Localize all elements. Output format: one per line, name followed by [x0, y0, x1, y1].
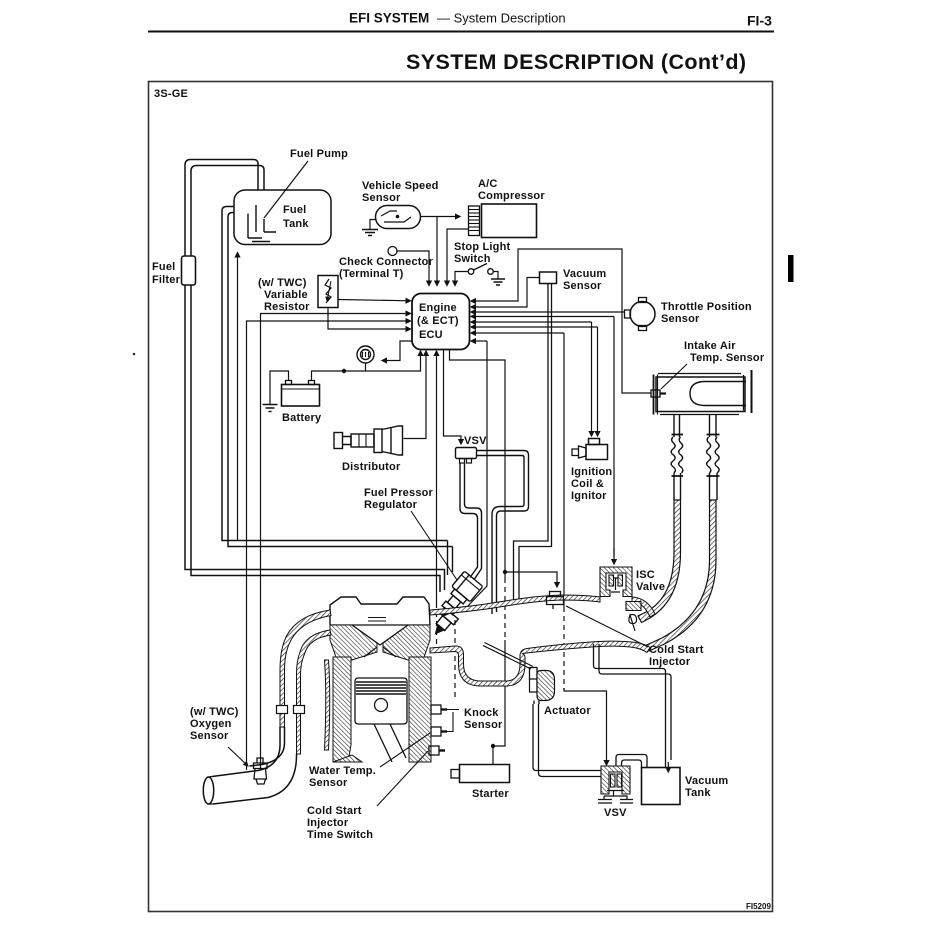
svg-text:Compressor: Compressor — [478, 190, 545, 202]
svg-text:Sensor: Sensor — [362, 192, 401, 204]
svg-text:Check Connector: Check Connector — [339, 256, 434, 268]
svg-text:Coil &: Coil & — [571, 478, 604, 490]
svg-text:Ignitor: Ignitor — [571, 490, 607, 502]
svg-text:Fuel Pump: Fuel Pump — [290, 148, 348, 160]
svg-text:Sensor: Sensor — [563, 280, 602, 292]
svg-text:(Terminal T): (Terminal T) — [339, 268, 404, 280]
svg-text:(& ECT): (& ECT) — [417, 315, 459, 327]
svg-text:Variable: Variable — [264, 289, 308, 301]
svg-text:Fuel Pressor: Fuel Pressor — [364, 487, 434, 499]
svg-text:Fuel: Fuel — [283, 204, 306, 216]
svg-text:Valve: Valve — [636, 581, 665, 593]
svg-text:A/C: A/C — [478, 178, 498, 190]
svg-text:VSV: VSV — [464, 435, 487, 447]
svg-text:Fuel: Fuel — [152, 261, 175, 273]
svg-text:Water Temp.: Water Temp. — [309, 765, 376, 777]
svg-text:Vacuum: Vacuum — [685, 775, 728, 787]
svg-text:Tank: Tank — [283, 218, 309, 230]
svg-text:Battery: Battery — [282, 412, 322, 424]
svg-text:Sensor: Sensor — [190, 730, 229, 742]
svg-text:Stop Light: Stop Light — [454, 241, 511, 253]
svg-text:(w/ TWC): (w/ TWC) — [258, 277, 307, 289]
svg-text:SYSTEM DESCRIPTION (Cont’d): SYSTEM DESCRIPTION (Cont’d) — [406, 50, 746, 74]
svg-text:Sensor: Sensor — [464, 719, 503, 731]
svg-text:— System Description: — System Description — [437, 11, 566, 26]
svg-text:Cold Start: Cold Start — [649, 644, 704, 656]
svg-text:FI-3: FI-3 — [747, 13, 772, 29]
svg-text:Temp. Sensor: Temp. Sensor — [690, 352, 765, 364]
svg-text:3S-GE: 3S-GE — [154, 88, 188, 100]
svg-text:Knock: Knock — [464, 707, 499, 719]
svg-text:Sensor: Sensor — [309, 777, 348, 789]
svg-text:Time Switch: Time Switch — [307, 829, 373, 841]
svg-text:Switch: Switch — [454, 253, 491, 265]
svg-text:Injector: Injector — [649, 656, 691, 668]
svg-text:Starter: Starter — [472, 788, 509, 800]
svg-text:ISC: ISC — [636, 569, 655, 581]
svg-text:Throttle Position: Throttle Position — [661, 301, 752, 313]
svg-text:Regulator: Regulator — [364, 499, 418, 511]
svg-text:Ignition: Ignition — [571, 466, 612, 478]
svg-text:Engine: Engine — [419, 302, 457, 314]
svg-text:Cold Start: Cold Start — [307, 805, 362, 817]
svg-text:Injector: Injector — [307, 817, 349, 829]
svg-text:VSV: VSV — [604, 807, 627, 819]
svg-text:Intake Air: Intake Air — [684, 340, 736, 352]
svg-text:Distributor: Distributor — [342, 461, 401, 473]
svg-text:Resistor: Resistor — [264, 301, 310, 313]
svg-text:(w/ TWC): (w/ TWC) — [190, 706, 239, 718]
svg-text:Actuator: Actuator — [544, 705, 591, 717]
svg-text:Tank: Tank — [685, 787, 711, 799]
svg-text:Filter: Filter — [152, 274, 181, 286]
svg-text:FI5209: FI5209 — [746, 902, 771, 911]
svg-text:Sensor: Sensor — [661, 313, 700, 325]
svg-text:Oxygen: Oxygen — [190, 718, 232, 730]
svg-text:EFI SYSTEM: EFI SYSTEM — [349, 11, 429, 26]
svg-text:Vacuum: Vacuum — [563, 268, 606, 280]
svg-text:Vehicle Speed: Vehicle Speed — [362, 180, 439, 192]
svg-text:ECU: ECU — [419, 329, 443, 341]
